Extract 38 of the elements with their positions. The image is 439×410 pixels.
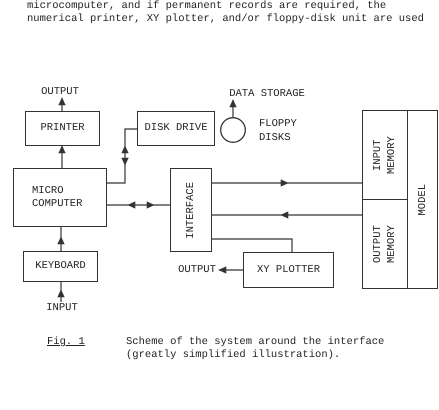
arrow bbox=[58, 227, 64, 251]
arrow bbox=[58, 98, 66, 111]
signal-label: DATA STORAGE bbox=[224, 88, 310, 100]
signal-label: OUTPUT bbox=[38, 86, 82, 98]
block-box bbox=[137, 111, 215, 146]
block-label: INPUT MEMORY bbox=[371, 135, 399, 176]
circle-symbol bbox=[220, 117, 246, 143]
figure-caption: Scheme of the system around the interface (greatly simplified illustration). bbox=[126, 336, 386, 362]
block-box bbox=[170, 168, 212, 252]
body-text: microcomputer, and if permanent records are required, the numerical printer, XY plotter, and/or floppy-disk unit are used bbox=[27, 0, 425, 26]
block-box bbox=[362, 199, 408, 289]
figure-number: Fig. 1 bbox=[47, 336, 85, 349]
arrow bbox=[230, 100, 236, 117]
block-label: PRINTER bbox=[40, 122, 85, 135]
arrow bbox=[212, 180, 362, 186]
signal-label: INPUT bbox=[42, 302, 82, 314]
block-label: INTERFACE bbox=[184, 182, 198, 238]
block-label: KEYBOARD bbox=[35, 260, 86, 273]
arrow bbox=[107, 128, 137, 184]
block-box bbox=[407, 110, 438, 289]
arrow bbox=[107, 202, 170, 208]
block-box bbox=[23, 251, 98, 282]
block-label: XY PLOTTER bbox=[256, 264, 320, 276]
block-box bbox=[362, 110, 408, 200]
block-label: MODEL bbox=[416, 184, 430, 216]
block-box bbox=[13, 168, 107, 227]
arrow bbox=[218, 266, 243, 274]
block-label: OUTPUT MEMORY bbox=[371, 224, 399, 265]
connector-line bbox=[212, 238, 293, 252]
beside-label: FLOPPY DISKS bbox=[259, 117, 298, 145]
arrow bbox=[58, 146, 66, 168]
arrow bbox=[212, 212, 362, 218]
block-box bbox=[25, 111, 100, 146]
arrow bbox=[58, 282, 64, 302]
signal-label: OUTPUT bbox=[175, 264, 219, 276]
block-label: DISK DRIVE bbox=[144, 122, 208, 135]
block-box bbox=[243, 252, 334, 288]
block-label: MICRO COMPUTER bbox=[32, 184, 84, 210]
